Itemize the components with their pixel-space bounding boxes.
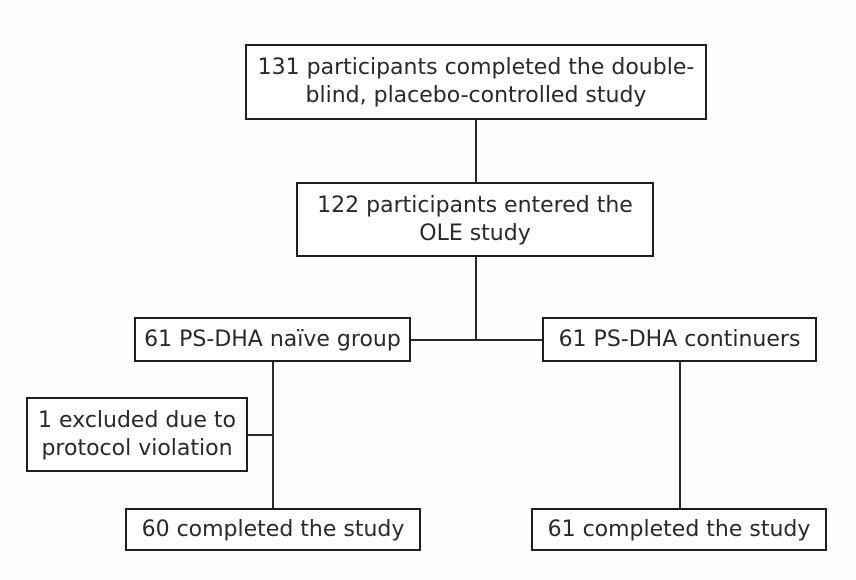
connector-split-horizontal xyxy=(411,339,542,341)
box-continuers-label: 61 PS-DHA continuers xyxy=(558,326,801,352)
box-continuers: 61 PS-DHA continuers xyxy=(542,317,817,362)
box-excluded-label: 1 excluded due to protocol violation xyxy=(38,407,236,461)
box-completed-double-blind-label: 131 participants completed the double- b… xyxy=(257,55,695,108)
connector-ole-to-split xyxy=(475,256,477,341)
box-naive-completed: 60 completed the study xyxy=(125,508,421,551)
box-naive-group-label: 61 PS-DHA naïve group xyxy=(144,326,401,352)
connector-exclusion xyxy=(248,434,274,436)
connector-top-to-ole xyxy=(475,120,477,182)
box-naive-group: 61 PS-DHA naïve group xyxy=(134,317,411,362)
connector-continuers-to-completed xyxy=(679,361,681,509)
box-entered-ole-label: 122 participants entered the OLE study xyxy=(317,192,633,246)
box-completed-double-blind: 131 participants completed the double- b… xyxy=(245,44,707,120)
box-naive-completed-label: 60 completed the study xyxy=(141,516,405,542)
box-excluded: 1 excluded due to protocol violation xyxy=(26,397,248,472)
box-entered-ole: 122 participants entered the OLE study xyxy=(296,182,654,257)
box-continuers-completed: 61 completed the study xyxy=(531,508,827,551)
box-continuers-completed-label: 61 completed the study xyxy=(547,516,811,542)
